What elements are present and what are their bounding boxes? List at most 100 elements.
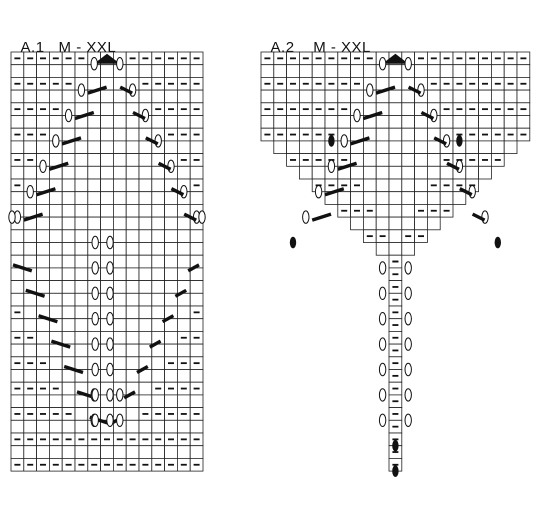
yarn-over-symbol [91,413,99,427]
chart-cell [478,165,492,180]
chart-cell [74,216,89,231]
chart-cell [87,445,102,459]
chart-cell [164,191,178,205]
yarn-over-symbol [404,312,412,326]
chart-cell [414,127,428,142]
chart-cell [125,407,140,421]
decrease-bar-symbol [48,161,69,171]
chart-cell [61,419,76,434]
chart-cell [36,115,50,129]
chart-cell [362,140,377,154]
chart-cell [414,165,428,180]
chart-cell [401,165,415,180]
chart-cell [87,140,102,154]
chart-cell [74,356,89,370]
chart-cell [125,203,140,218]
chart-cell [100,216,114,231]
decrease-bar-symbol [61,136,82,146]
chart-cell [87,216,102,231]
chart-cell [516,89,531,104]
decrease-bar-symbol [132,110,146,121]
chart-cell [23,445,37,459]
chart-cell [138,419,153,434]
chart-cell [113,343,127,358]
chart-cell [503,140,518,154]
chart-cell [10,140,25,154]
chart-cell [164,64,178,78]
chart-cell [74,242,89,256]
chart-cell [260,89,275,104]
chart-cell [10,445,25,459]
chart-cell [176,419,191,434]
chart-cell [74,305,89,320]
yarn-over-symbol [106,388,114,402]
chart-cell [138,381,153,396]
chart-cell [49,280,63,294]
chart-cell [125,191,140,205]
chart-cell [10,292,25,307]
chart-cell [176,89,191,104]
chart-cell [324,64,339,78]
yarn-over-symbol [404,261,412,275]
chart-cell [414,140,428,154]
chart-cell [375,203,390,218]
chart-cell [286,89,300,104]
decrease-bar-symbol [174,288,188,298]
chart-cell [298,165,313,180]
chart-cell [74,280,89,294]
decrease-bar-symbol [87,85,108,95]
yarn-over-symbol [116,57,124,71]
chart-cell [311,140,326,154]
chart-cell [23,343,37,358]
chart-cell [138,64,153,78]
decrease-bar-symbol [311,212,332,222]
chart-cell [87,127,102,142]
chart-cell [125,115,140,129]
chart-cell [189,292,204,307]
chart-cell [164,216,178,231]
yarn-over-symbol [404,337,412,351]
chart-cell [74,140,89,154]
chart-cell [164,369,178,383]
decrease-bar-symbol [407,85,422,95]
chart-cell [503,64,518,78]
chart-cell [74,153,89,167]
chart-cell [176,229,191,243]
chart-cell [465,115,479,129]
chart-cell [164,140,178,154]
chart-cell [503,115,518,129]
yarn-over-symbol [91,235,99,250]
chart-cell [87,203,102,218]
chart-cell [286,115,300,129]
yarn-over-symbol [106,286,114,300]
chart-cell [176,254,191,269]
chart-cell [388,153,403,167]
chart-cell [478,89,492,104]
chart-cell [125,419,140,434]
chart-cell [23,292,37,307]
decrease-bar-symbol [148,339,162,349]
chart-cell [23,89,37,104]
chart-cell [100,140,114,154]
double-decrease-triangle [382,53,409,64]
chart-cell [138,280,153,294]
chart-cell [273,64,287,78]
chart-cell [164,394,178,408]
chart-cell [452,64,467,78]
chart-cell [125,330,140,345]
chart-cell [388,242,403,256]
chart-cell [151,394,166,408]
chart-cell [113,165,127,180]
yarn-over-symbol [141,108,150,123]
chart-cell [36,254,50,269]
chart-cell [36,64,50,78]
chart-cell [426,191,441,205]
chart-cell [189,229,204,243]
chart-cell [113,140,127,154]
chart-cell [100,165,114,180]
chart-cell [176,445,191,459]
chart-cell [375,165,390,180]
chart-cell [49,394,63,408]
yarn-over-symbol [116,388,124,402]
chart-cell [151,292,166,307]
